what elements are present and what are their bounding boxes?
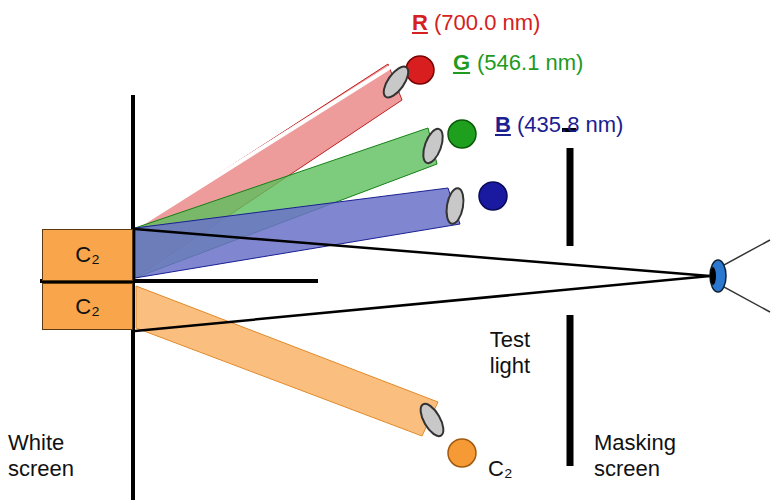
red-lamp [406, 56, 434, 84]
primary-name: B [495, 112, 511, 138]
lens [379, 63, 413, 102]
color-patch: C₂ [42, 283, 133, 330]
wavelength: (546.1 nm) [477, 50, 583, 76]
color-patch: C₂ [42, 229, 133, 281]
blue-lamp [479, 182, 507, 210]
wavelength: (435.8 nm) [517, 112, 623, 138]
screen-label: Masking screen [594, 430, 679, 482]
sight-line [135, 276, 710, 331]
patch-label: C₂ [75, 294, 99, 320]
primary-name: R [412, 10, 428, 36]
primary-name: G [453, 50, 470, 76]
masking-screen [567, 148, 574, 246]
green-lamp [448, 120, 476, 148]
test-light-label: Test light [470, 327, 550, 379]
orange-lamp [448, 439, 476, 467]
lens [419, 126, 446, 165]
lens [416, 400, 448, 439]
lamp-label: C₂ [488, 456, 512, 482]
lens [444, 187, 466, 225]
orange-beam [136, 286, 438, 436]
screen-label: White screen [8, 430, 88, 482]
sight-line [135, 229, 710, 276]
patch-label: C₂ [75, 242, 99, 268]
wavelength: (700.0 nm) [434, 10, 540, 36]
eye-iris [710, 260, 726, 292]
eye-pupil [710, 267, 716, 285]
masking-screen [567, 315, 574, 466]
